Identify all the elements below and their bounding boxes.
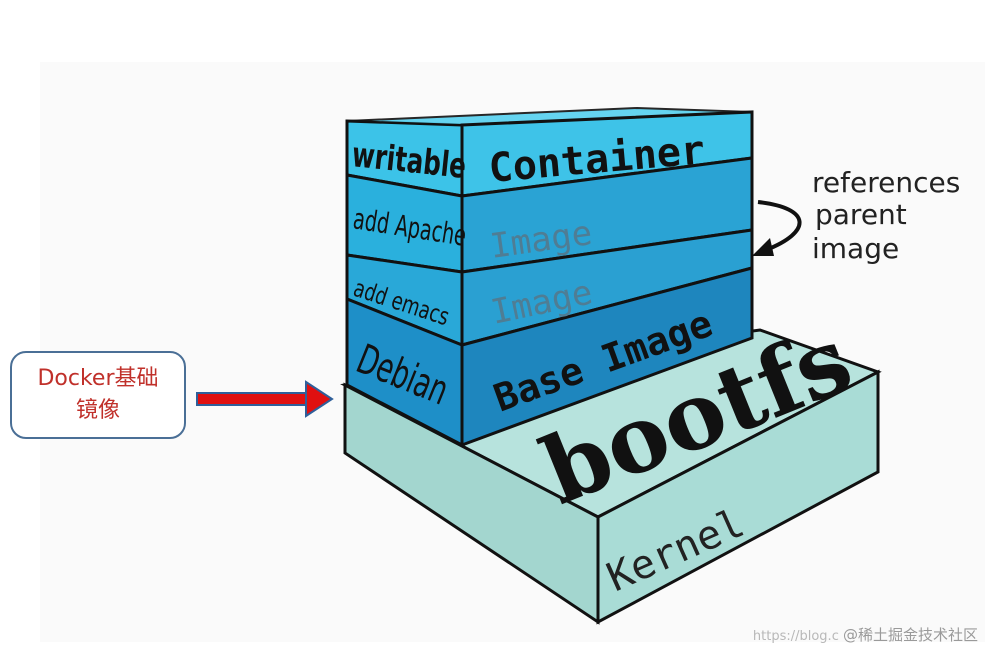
annotation-line-1: references	[812, 166, 960, 199]
watermark: https://blog.c @稀土掘金技术社区	[753, 624, 978, 645]
watermark-url: https://blog.c	[752, 629, 839, 644]
curved-arrow-head-icon	[752, 238, 774, 256]
base-image-pointer-arrow	[196, 380, 334, 418]
layer-front-faces	[346, 106, 754, 448]
callout-text: Docker基础镜像	[37, 366, 159, 423]
curved-arrow-icon	[757, 200, 802, 252]
parent-reference-annotation: references parent image	[752, 166, 960, 265]
annotation-line-2: parent	[815, 198, 907, 231]
docker-base-image-callout: Docker基础镜像	[10, 351, 186, 439]
watermark-site: @稀土掘金技术社区	[842, 626, 978, 644]
annotation-line-3: image	[812, 232, 899, 265]
debian-front-face	[460, 266, 754, 448]
